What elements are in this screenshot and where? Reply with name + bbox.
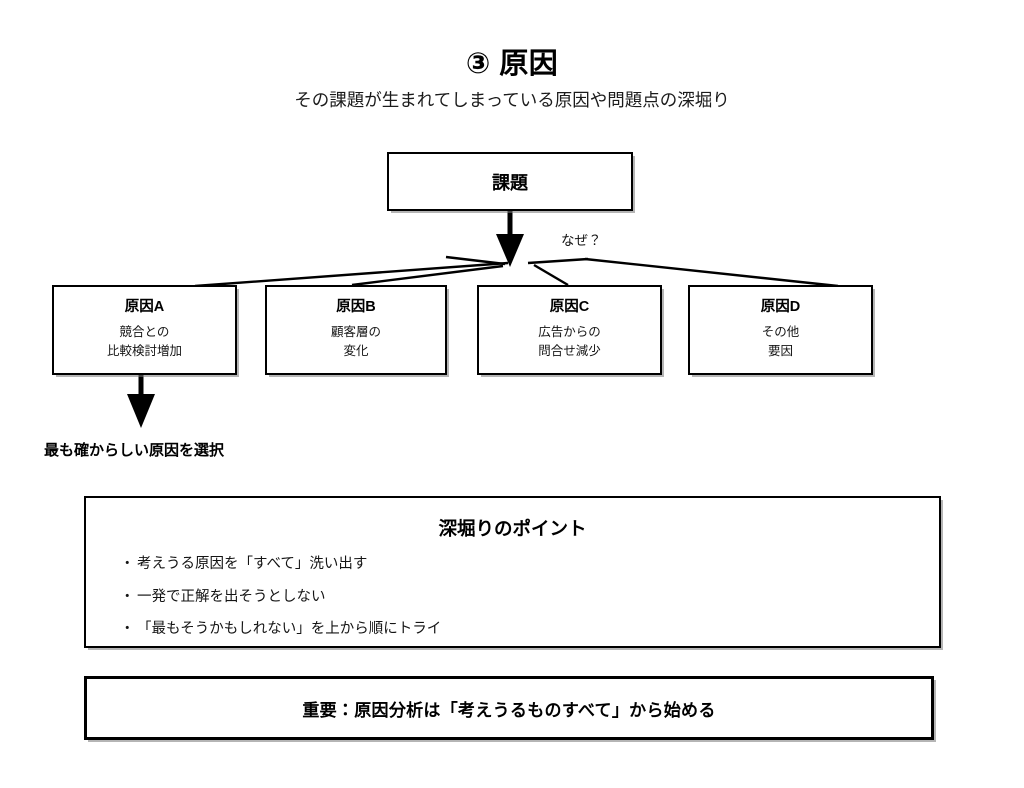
points-title: 深堀りのポイント bbox=[438, 518, 587, 539]
bullet-icon: ・ bbox=[120, 621, 135, 637]
points-box: 深堀りのポイント ・考えうる原因を「すべて」洗い出す ・一発で正解を出そうとしな… bbox=[84, 496, 941, 648]
point-text-1: 考えうる原因を「すべて」洗い出す bbox=[137, 556, 368, 572]
select-arrow-icon bbox=[127, 375, 155, 428]
why-label: なぜ？ bbox=[561, 233, 602, 248]
point-text-3: 「最もそうかもしれない」を上から順にトライ bbox=[137, 621, 442, 637]
points-list: ・考えうる原因を「すべて」洗い出す ・一発で正解を出そうとしない ・「最もそうか… bbox=[86, 557, 939, 637]
cause-b-line1: 顧客層の bbox=[330, 324, 381, 339]
important-text: 重要：原因分析は「考えうるものすべて」から始める bbox=[302, 700, 716, 720]
cause-box-b[interactable]: 原因B 顧客層の 変化 bbox=[265, 285, 447, 375]
page-subtitle: その課題が生まれてしまっている原因や問題点の深堀り bbox=[294, 90, 730, 110]
cause-a-line1: 競合との bbox=[119, 324, 170, 339]
why-arrow-icon bbox=[496, 211, 524, 267]
problem-box-label: 課題 bbox=[492, 172, 528, 193]
cause-d-body: その他 要因 bbox=[690, 323, 871, 362]
bullet-icon: ・ bbox=[120, 556, 135, 572]
cause-a-title: 原因A bbox=[124, 299, 165, 315]
cause-box-c[interactable]: 原因C 広告からの 問合せ減少 bbox=[477, 285, 662, 375]
cause-c-line1: 広告からの bbox=[538, 324, 601, 339]
page-title: ③ 原因 bbox=[465, 48, 559, 80]
cause-a-body: 競合との 比較検討増加 bbox=[54, 323, 235, 362]
fan-connectors bbox=[194, 255, 839, 288]
important-box: 重要：原因分析は「考えうるものすべて」から始める bbox=[84, 676, 934, 740]
list-item: ・一発で正解を出そうとしない bbox=[120, 588, 939, 605]
list-item: ・「最もそうかもしれない」を上から順にトライ bbox=[120, 622, 939, 637]
cause-a-line2: 比較検討増加 bbox=[106, 344, 182, 359]
cause-b-line2: 変化 bbox=[343, 344, 369, 359]
cause-box-a[interactable]: 原因A 競合との 比較検討増加 bbox=[52, 285, 237, 375]
cause-d-line1: その他 bbox=[761, 324, 800, 339]
cause-b-body: 顧客層の 変化 bbox=[267, 323, 445, 362]
list-item: ・考えうる原因を「すべて」洗い出す bbox=[120, 557, 939, 572]
cause-d-title: 原因D bbox=[760, 299, 801, 315]
cause-c-title: 原因C bbox=[549, 299, 590, 315]
point-text-2: 一発で正解を出そうとしない bbox=[137, 588, 326, 605]
cause-c-body: 広告からの 問合せ減少 bbox=[479, 323, 660, 362]
cause-box-d[interactable]: 原因D その他 要因 bbox=[688, 285, 873, 375]
cause-d-line2: 要因 bbox=[767, 344, 793, 359]
cause-c-line2: 問合せ減少 bbox=[538, 344, 601, 359]
problem-box[interactable]: 課題 bbox=[387, 152, 633, 211]
bullet-icon: ・ bbox=[120, 588, 135, 605]
cause-b-title: 原因B bbox=[336, 299, 376, 315]
select-cause-label: 最も確からしい原因を選択 bbox=[44, 442, 225, 459]
